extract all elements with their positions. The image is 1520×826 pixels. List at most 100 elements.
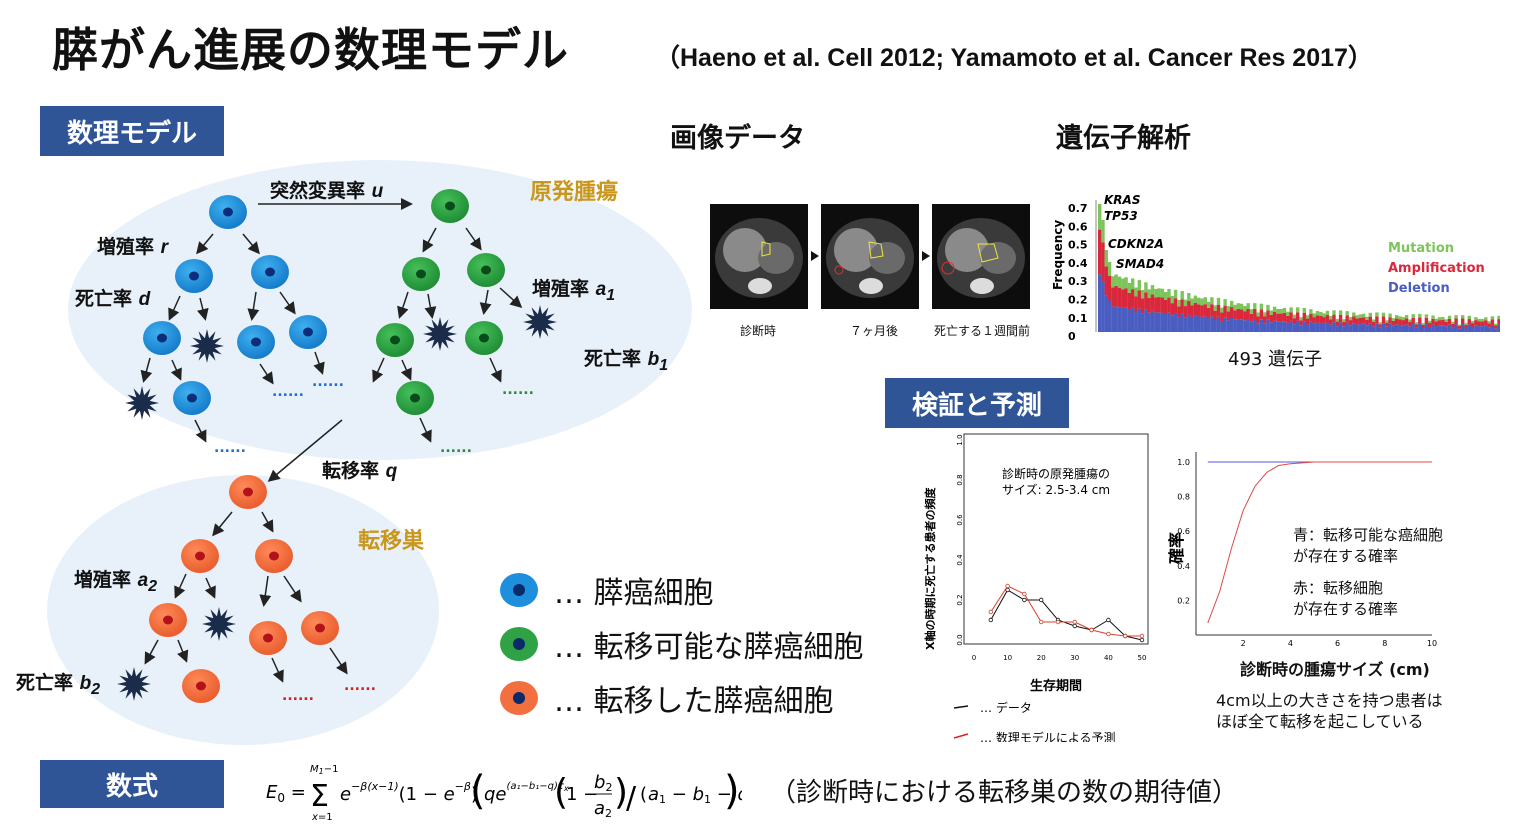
gene-bar bbox=[1243, 306, 1247, 312]
gene-bar bbox=[1454, 315, 1458, 319]
gene-bar bbox=[1302, 321, 1306, 332]
survival-point bbox=[1055, 619, 1061, 625]
gene-bar bbox=[1098, 204, 1102, 230]
gene-bar bbox=[1319, 322, 1323, 332]
ellipsis-icon: ...... bbox=[282, 688, 314, 704]
gene-bar bbox=[1395, 318, 1399, 325]
gene-bar bbox=[1200, 305, 1204, 317]
gene-bar bbox=[1319, 311, 1323, 316]
primary-tumor-label: 原発腫瘍 bbox=[530, 180, 619, 205]
gene-bar bbox=[1494, 325, 1498, 329]
gene-bar bbox=[1210, 316, 1214, 332]
red-annotation: 赤：転移細胞 が存在する確率 bbox=[1293, 579, 1399, 618]
gene-bar bbox=[1352, 312, 1356, 317]
arrow-icon bbox=[313, 351, 325, 375]
gene-bar bbox=[1418, 323, 1422, 332]
gene-bar bbox=[1497, 315, 1500, 320]
gene-bar bbox=[1203, 304, 1207, 317]
gene-bar bbox=[1117, 307, 1122, 332]
survival-annotation-2: サイズ: 2.5-3.4 cm bbox=[1002, 482, 1110, 497]
gene-bar bbox=[1375, 312, 1379, 317]
ct-caption-7-months: ７ヶ月後 bbox=[850, 324, 899, 338]
gene-bar bbox=[1193, 295, 1198, 303]
cell-icon bbox=[237, 325, 275, 359]
death-rate-b2-label: 死亡率 b2 bbox=[16, 672, 101, 698]
gene-bar bbox=[1454, 318, 1458, 325]
gene-bar bbox=[1421, 324, 1425, 328]
gene-ylabel: Frequency bbox=[1051, 220, 1065, 290]
arrow-icon bbox=[499, 287, 523, 309]
gene-bar bbox=[1180, 299, 1184, 314]
gene-bar bbox=[1375, 316, 1379, 324]
ellipsis-icon: ...... bbox=[344, 678, 376, 694]
gene-bar bbox=[1121, 278, 1125, 290]
gene-ytick: 0 bbox=[1068, 330, 1076, 340]
gene-bar bbox=[1404, 314, 1409, 319]
gene-bar bbox=[1408, 326, 1412, 332]
gene-bar bbox=[1398, 316, 1402, 320]
arrow-icon bbox=[259, 575, 272, 607]
gene-bar bbox=[1385, 320, 1389, 323]
svg-text:e−β(x−1)(1 − e−β): e−β(x−1)(1 − e−β) bbox=[340, 780, 478, 805]
arrow-icon bbox=[242, 233, 260, 255]
legend-item: … 転移した膵癌細胞 bbox=[500, 676, 864, 720]
gene-bar bbox=[1385, 322, 1389, 327]
gene-bar bbox=[1444, 319, 1448, 322]
gene-bar bbox=[1371, 319, 1376, 322]
gene-bar bbox=[1127, 282, 1132, 293]
gene-ytick: 0.4 bbox=[1068, 257, 1088, 270]
gene-bar bbox=[1282, 312, 1287, 322]
gene-bar bbox=[1160, 297, 1165, 313]
growth-rate-r-label: 増殖率 r bbox=[97, 236, 169, 258]
gene-bar bbox=[1279, 308, 1283, 314]
gene-bar bbox=[1348, 325, 1353, 332]
survival-point bbox=[1038, 597, 1044, 603]
gene-bar bbox=[1322, 323, 1326, 332]
gene-bar bbox=[1121, 307, 1125, 332]
gene-bar bbox=[1223, 317, 1227, 332]
gene-bar bbox=[1107, 300, 1112, 332]
formula-description: （診断時における転移巣の数の期待値） bbox=[770, 778, 1239, 808]
gene-bar bbox=[1114, 306, 1118, 332]
gene-bar bbox=[1121, 289, 1125, 308]
probability-ytick: 1.0 bbox=[1177, 458, 1190, 467]
gene-bar bbox=[1107, 276, 1112, 301]
gene-bar bbox=[1286, 311, 1290, 316]
gene-bar bbox=[1117, 287, 1122, 308]
gene-bar bbox=[1441, 316, 1445, 320]
gene-bar bbox=[1216, 304, 1221, 317]
gene-bar bbox=[1263, 323, 1267, 332]
gene-bar bbox=[1180, 313, 1184, 332]
gene-bar bbox=[1266, 310, 1270, 320]
gene-bar bbox=[1332, 322, 1336, 332]
arrow-icon bbox=[144, 639, 159, 665]
blue-annotation: 青：転移可能な癌細胞 が存在する確率 bbox=[1293, 526, 1444, 565]
gene-ytick: 0.5 bbox=[1068, 239, 1088, 252]
gene-bar bbox=[1421, 327, 1425, 332]
gene-bar bbox=[1098, 274, 1102, 332]
arrow-icon bbox=[397, 291, 409, 319]
arrow-icon bbox=[170, 359, 182, 381]
gene-bar bbox=[1233, 319, 1237, 332]
survival-point bbox=[1106, 617, 1111, 623]
dead-cell-icon bbox=[202, 607, 236, 641]
arrow-icon bbox=[479, 289, 492, 315]
ct-scan-image bbox=[710, 204, 808, 309]
svg-text:E0 =: E0 = bbox=[266, 782, 306, 805]
gene-bar bbox=[1180, 291, 1184, 300]
gene-bar bbox=[1282, 321, 1287, 332]
survival-ytick: 0.0 bbox=[956, 634, 964, 645]
gene-bar bbox=[1164, 313, 1168, 332]
ct-scan-image bbox=[932, 204, 1030, 309]
metastasis-label: 転移巣 bbox=[358, 529, 425, 554]
gene-bar bbox=[1365, 325, 1369, 332]
gene-bar bbox=[1329, 316, 1333, 320]
gene-bar bbox=[1375, 323, 1379, 332]
probability-xtick: 8 bbox=[1382, 639, 1387, 648]
cell-icon bbox=[249, 621, 287, 655]
gene-bar bbox=[1408, 322, 1412, 327]
formula-banner: 数式 bbox=[40, 760, 224, 808]
gene-bar bbox=[1124, 288, 1128, 308]
ellipsis-icon: ...... bbox=[440, 440, 472, 456]
